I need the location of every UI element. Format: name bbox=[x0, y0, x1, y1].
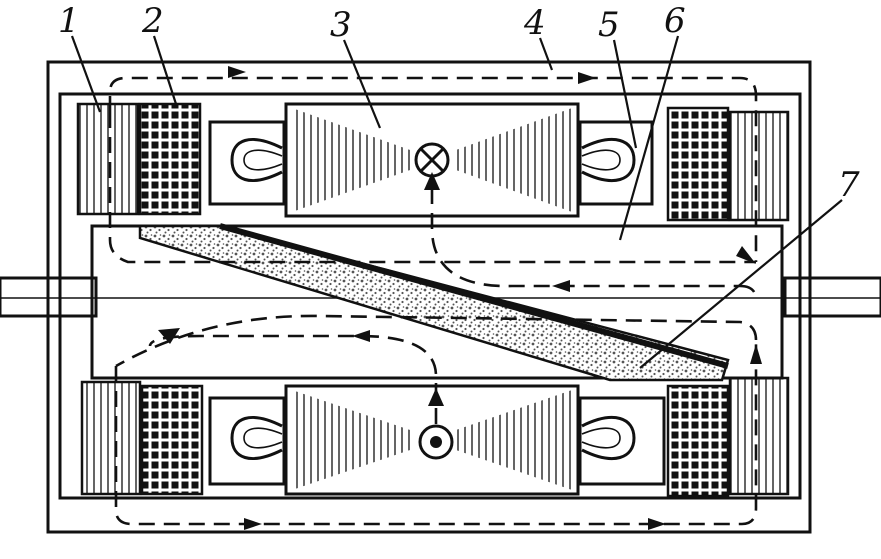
callout-2: 2 bbox=[141, 1, 164, 41]
housing-yoke bbox=[46, 60, 812, 534]
end-lamination-stacks bbox=[76, 102, 790, 496]
arrow-icon bbox=[424, 172, 440, 190]
excitation-windings bbox=[138, 102, 730, 498]
coil-end-turns bbox=[208, 120, 666, 486]
arrow-icon bbox=[158, 328, 180, 344]
dot-in-circle-icon bbox=[418, 424, 454, 460]
arrow-icon bbox=[352, 330, 370, 342]
arrow-icon bbox=[228, 66, 246, 78]
callout-5: 5 bbox=[598, 5, 620, 45]
arrow-icon bbox=[578, 72, 596, 84]
stator-core-bottom bbox=[284, 384, 580, 496]
arrow-icon bbox=[648, 518, 666, 530]
arrow-icon bbox=[428, 388, 444, 406]
flux-arrows bbox=[158, 66, 762, 530]
arrow-icon bbox=[750, 344, 762, 364]
arrow-icon bbox=[244, 518, 262, 530]
arrow-icon bbox=[552, 280, 570, 292]
diagonal-rotor-strip bbox=[138, 223, 730, 382]
stator-core-top bbox=[284, 102, 580, 218]
callout-1: 1 bbox=[58, 1, 80, 41]
arrow-icon bbox=[736, 246, 756, 264]
callout-labels: 1 2 3 4 5 6 7 bbox=[58, 1, 860, 205]
callout-7: 7 bbox=[838, 165, 860, 205]
callout-3: 3 bbox=[330, 5, 352, 45]
callout-4: 4 bbox=[523, 3, 546, 43]
rotor bbox=[90, 224, 784, 380]
callout-6: 6 bbox=[664, 1, 686, 41]
cross-in-circle-icon bbox=[414, 142, 450, 178]
leader-lines bbox=[70, 35, 843, 369]
